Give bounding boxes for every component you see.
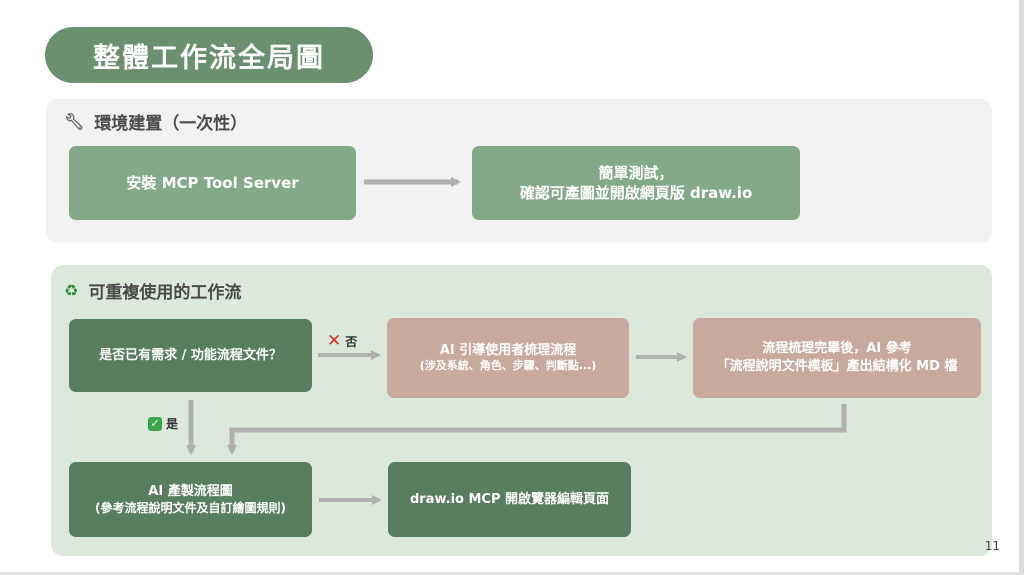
wrench-icon: 🔧︎ — [64, 112, 85, 131]
yes-label-text: 是 — [166, 417, 179, 431]
test-drawio-line1: 簡單測試， — [598, 163, 674, 182]
cross-icon: ✕ — [327, 331, 342, 351]
test-drawio-line2: 確認可產圖並開啟網頁版 draw.io — [519, 184, 753, 202]
yes-label: ✓ 是 — [148, 415, 178, 432]
recycle-icon: ♻ — [64, 281, 79, 300]
slide-right-edge — [1019, 0, 1024, 575]
page-title: 整體工作流全局圖 — [45, 27, 373, 83]
page-number: 11 — [984, 539, 1000, 553]
generate-line1: AI 產製流程圖 — [148, 483, 233, 499]
generate-line2: (參考流程說明文件及自訂繪圖規則) — [95, 501, 286, 516]
structured-md-line1: 流程梳理完畢後，AI 參考 — [762, 341, 912, 357]
setup-section-header: 🔧︎ 環境建置（一次性） — [64, 109, 247, 134]
workflow-section-header: ♻ 可重複使用的工作流 — [64, 278, 241, 303]
install-mcp-label: 安裝 MCP Tool Server — [126, 173, 299, 192]
open-editor-label: draw.io MCP 開啟覽器編輯頁面 — [409, 491, 610, 507]
setup-section-title: 環境建置（一次性） — [94, 114, 248, 134]
guide-line1: AI 引導使用者梳理流程 — [439, 342, 577, 358]
structured-md-line2: 「流程說明文件模板」產出結構化 MD 檔 — [716, 359, 958, 374]
workflow-section-title: 可重複使用的工作流 — [88, 283, 242, 303]
install-mcp-box: 安裝 MCP Tool Server — [69, 146, 356, 220]
no-label-text: 否 — [345, 334, 358, 349]
structured-md-box: 流程梳理完畢後，AI 參考 「流程說明文件模板」產出結構化 MD 檔 — [693, 318, 981, 398]
decision-box: 是否已有需求 / 功能流程文件？ — [69, 319, 312, 392]
decision-label: 是否已有需求 / 功能流程文件？ — [99, 347, 282, 363]
slide-bottom-edge — [0, 572, 1024, 575]
guide-line2: (涉及系統、角色、步驟、判斷點...) — [419, 359, 597, 373]
arrow-output-to-generate — [227, 404, 847, 455]
check-icon: ✓ — [148, 416, 162, 431]
generate-diagram-box: AI 產製流程圖 (參考流程說明文件及自訂繪圖規則) — [69, 462, 312, 537]
no-label: ✕ 否 — [327, 331, 357, 351]
guide-box: AI 引導使用者梳理流程 (涉及系統、角色、步驟、判斷點...) — [387, 318, 629, 398]
open-editor-box: draw.io MCP 開啟覽器編輯頁面 — [388, 462, 631, 537]
test-drawio-box: 簡單測試， 確認可產圖並開啟網頁版 draw.io — [472, 146, 800, 220]
